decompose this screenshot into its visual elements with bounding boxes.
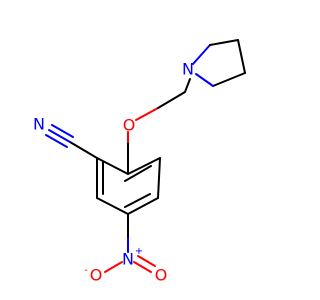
nitro-n-charge: + bbox=[135, 246, 143, 257]
nitrile-n-label: N bbox=[33, 115, 45, 134]
bonds bbox=[45, 39, 246, 273]
aromatic-inner-bond-2 bbox=[124, 193, 151, 208]
pyrrolidine-bond-right bbox=[237, 39, 246, 74]
pyrrolidine-n-label: N bbox=[182, 60, 194, 79]
pyrrolidine-bond-n-bottom bbox=[195, 73, 214, 87]
ring-bond-1 bbox=[127, 157, 161, 175]
nitrile-triple-bond-2 bbox=[51, 124, 74, 138]
ring-bond-4 bbox=[96, 197, 129, 215]
nitro-o-left-label: O bbox=[90, 266, 103, 285]
nitrile-triple-bond-1 bbox=[48, 129, 71, 143]
ring-bond-2 bbox=[157, 157, 161, 199]
chemical-structure: N O N N + O - O bbox=[33, 39, 246, 285]
nitrile-triple-bond-3 bbox=[45, 134, 68, 148]
pyrrolidine-bond-top bbox=[209, 39, 239, 46]
ethyl-bond-1 bbox=[157, 91, 186, 109]
pyrrolidine-bond-n-right bbox=[192, 44, 211, 65]
pyrrolidine-bond-bottom bbox=[212, 72, 246, 87]
aromatic-inner-bond-1 bbox=[124, 165, 152, 182]
ring-bond-3 bbox=[127, 197, 159, 215]
nitro-double-bond-1 bbox=[133, 261, 152, 273]
ring-bond-6 bbox=[96, 157, 129, 175]
atom-labels: N O N N + O - O bbox=[33, 60, 194, 285]
nitro-n-label: N bbox=[122, 250, 134, 269]
nitro-o-right-label: O bbox=[155, 266, 168, 285]
ether-o-label: O bbox=[123, 116, 136, 135]
nitro-double-bond-2 bbox=[137, 255, 156, 267]
nitrile-bond-c bbox=[69, 141, 98, 159]
nitro-bond-left bbox=[104, 261, 123, 273]
nitro-o-left-charge: - bbox=[84, 265, 88, 276]
ether-o-bond-right bbox=[135, 107, 159, 121]
ethyl-bond-2 bbox=[184, 78, 191, 93]
